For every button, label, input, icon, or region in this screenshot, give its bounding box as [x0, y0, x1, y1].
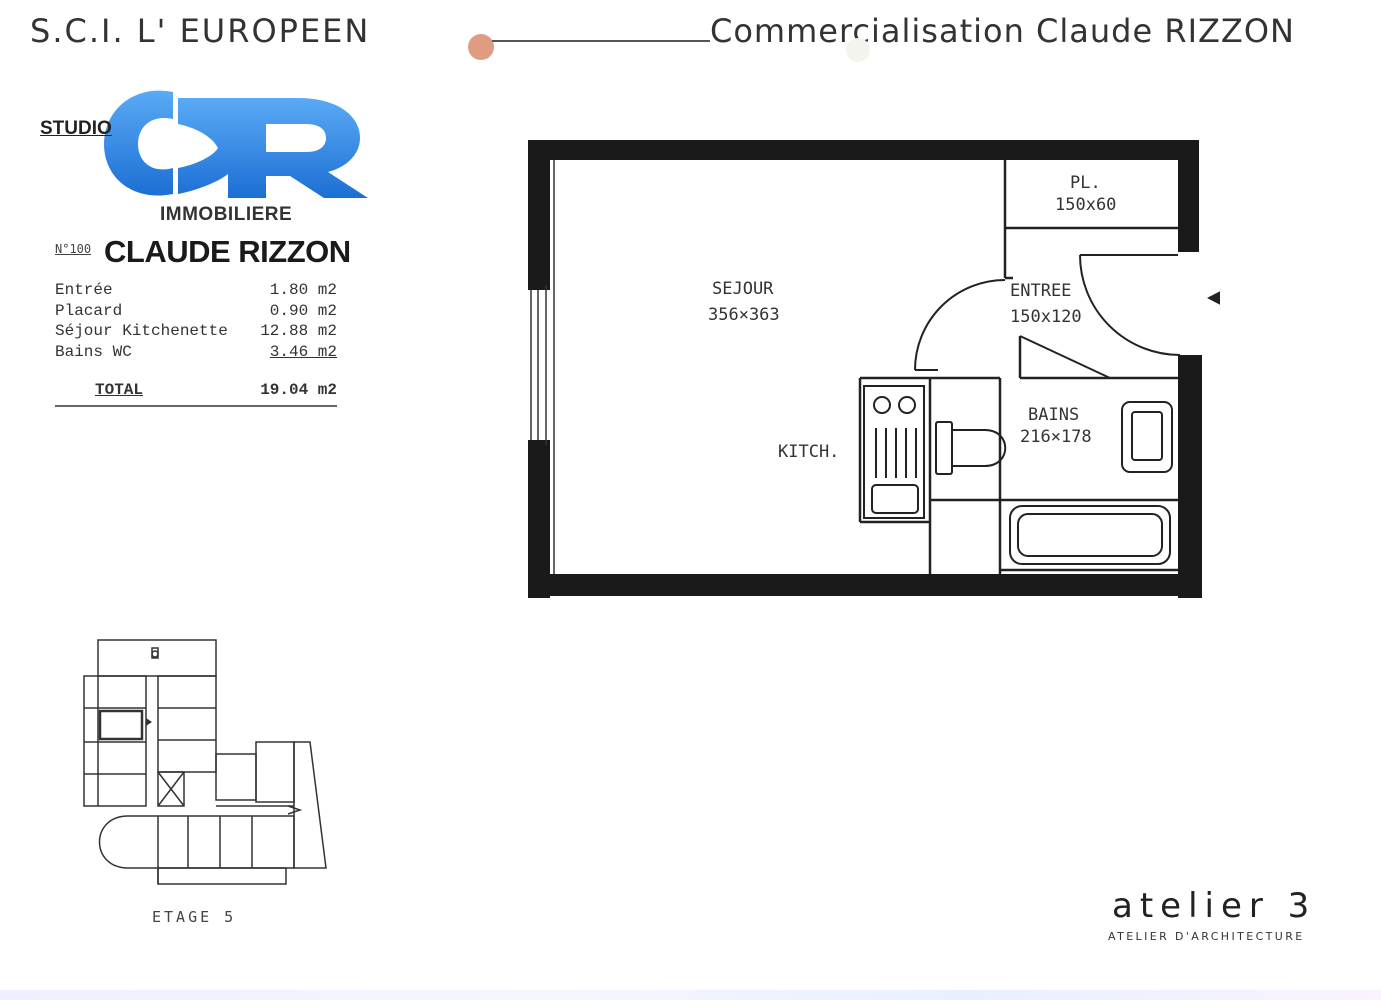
- room-label-entree: ENTREE: [1010, 281, 1071, 301]
- logo-studio-label: STUDIO: [40, 118, 112, 139]
- area-value: 12.88 m2: [260, 322, 337, 340]
- logo-immobiliere-label: IMMOBILIERE: [160, 204, 293, 225]
- unit-location-arrow-icon: [146, 718, 152, 726]
- lot-number: N°100: [55, 242, 92, 256]
- area-total-value: 19.04 m2: [260, 381, 337, 399]
- floor-plan: SEJOUR 356×363 PL. 150x60 ENTREE 150x120…: [528, 140, 1220, 598]
- exterior-walls: [528, 140, 1202, 598]
- window: [530, 160, 555, 574]
- room-label-kitchen: KITCH.: [778, 442, 839, 462]
- cr-logo-icon: [104, 90, 368, 198]
- room-dims-placard: 150x60: [1055, 195, 1116, 215]
- area-room: Entrée: [55, 281, 113, 299]
- floor-label: ETAGE 5: [152, 908, 237, 926]
- room-dims-entree: 150x120: [1010, 307, 1082, 327]
- room-label-bains: BAINS: [1028, 405, 1079, 425]
- room-label-sejour: SEJOUR: [712, 279, 774, 299]
- area-total-row: TOTAL 19.04 m2: [55, 381, 337, 407]
- area-row-placard: Placard 0.90 m2: [55, 302, 337, 323]
- area-room: Séjour Kitchenette: [55, 322, 228, 340]
- area-room: Bains WC: [55, 342, 132, 361]
- area-total-label: TOTAL: [95, 381, 144, 399]
- building-site-plan: [83, 639, 327, 885]
- architect-name: atelier 3: [1112, 886, 1317, 926]
- room-label-placard: PL.: [1070, 173, 1101, 193]
- area-table: Entrée 1.80 m2 Placard 0.90 m2 Séjour Ki…: [55, 281, 337, 407]
- area-value: 0.90 m2: [269, 301, 337, 320]
- header-commercialisation: Commercialisation Claude RIZZON: [710, 12, 1295, 50]
- logo-company-name: CLAUDE RIZZON: [104, 234, 351, 269]
- kitchenette: [863, 385, 925, 519]
- area-value: 3.46 m2: [269, 342, 337, 361]
- interior-walls: [858, 160, 1178, 574]
- scan-edge: [0, 990, 1381, 1000]
- area-row-sejour: Séjour Kitchenette 12.88 m2: [55, 322, 337, 343]
- area-row-bains: Bains WC 3.46 m2: [55, 343, 337, 364]
- punch-hole-marker: [468, 34, 494, 60]
- door-swings: [914, 254, 1181, 379]
- architect-subtitle: ATELIER D'ARCHITECTURE: [1108, 930, 1305, 943]
- area-room: Placard: [55, 301, 123, 320]
- header-rule: [492, 40, 710, 42]
- area-value: 1.80 m2: [269, 281, 337, 299]
- room-dims-sejour: 356×363: [708, 305, 780, 325]
- entrance-arrow-icon: [1207, 291, 1220, 305]
- header-sci-title: S.C.I. L' EUROPEEN: [30, 12, 371, 50]
- room-dims-bains: 216×178: [1020, 427, 1092, 447]
- punch-hole: [846, 38, 870, 62]
- bathroom-fixtures: [935, 401, 1173, 565]
- area-row-entree: Entrée 1.80 m2: [55, 281, 337, 302]
